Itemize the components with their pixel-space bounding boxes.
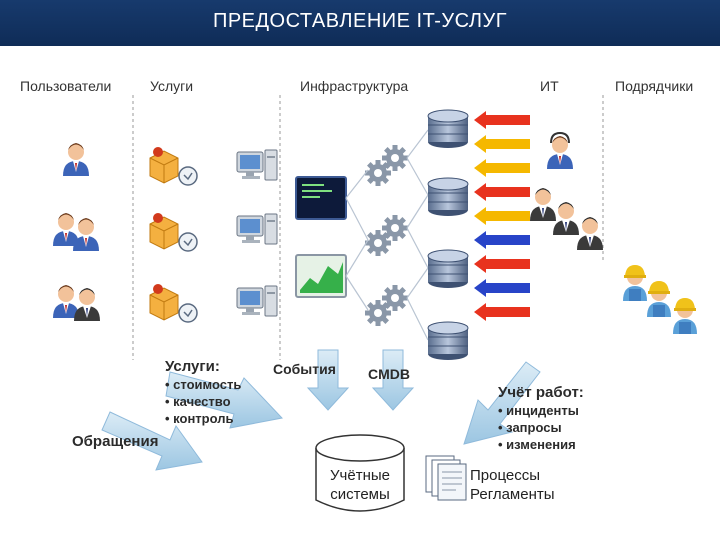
contractor-icon <box>673 298 697 334</box>
services-item-control: • контроль <box>165 411 234 426</box>
requests-label: Обращения <box>72 433 159 450</box>
services-group <box>149 146 198 323</box>
data-flow-arrow <box>474 135 530 153</box>
data-flow-arrow <box>474 159 530 177</box>
contractors-group <box>623 265 697 334</box>
page-title: ПРЕДОСТАВЛЕНИЕ IT-УСЛУГ <box>212 10 508 32</box>
services-block: Услуги: • стоимость • качество • контрол… <box>165 358 241 427</box>
work-item-incidents: • инциденты <box>498 403 579 418</box>
column-separators <box>132 95 604 360</box>
data-flow-arrow <box>474 231 530 249</box>
work-item-requests: • запросы <box>498 420 562 435</box>
flow-arrows <box>101 349 541 471</box>
work-arrow <box>463 361 541 445</box>
events-arrow <box>306 349 350 411</box>
processes-line2: Регламенты <box>470 486 555 503</box>
database-icon <box>427 249 469 289</box>
accounting-line1: Учётные <box>330 467 390 484</box>
column-header-it: ИТ <box>540 78 559 94</box>
contractor-icon <box>647 281 671 317</box>
data-flow-arrow <box>474 303 530 321</box>
data-flow-arrow <box>474 279 530 297</box>
title-bar: ПРЕДОСТАВЛЕНИЕ IT-УСЛУГ <box>0 0 720 46</box>
colored-arrows-group <box>474 111 530 321</box>
it-staff-group <box>530 131 603 250</box>
work-block-heading: Учёт работ: <box>498 384 584 401</box>
computers-group <box>236 149 278 317</box>
users-group <box>53 143 100 321</box>
cmdb-label: CMDB <box>368 366 410 382</box>
service-package-icon <box>149 283 198 323</box>
accounting-systems-icon <box>315 434 405 512</box>
processes-label: Процессы Регламенты <box>470 466 555 504</box>
console-screen-icon <box>295 176 347 220</box>
gear-icon <box>382 215 408 241</box>
data-flow-arrow <box>474 207 530 225</box>
work-block: Учёт работ: • инциденты • запросы • изме… <box>498 384 584 453</box>
databases-group <box>427 109 469 361</box>
user-icon <box>53 213 79 246</box>
services-arrow <box>165 371 283 429</box>
documents-icon <box>425 455 467 501</box>
data-flow-arrow <box>474 183 530 201</box>
events-label: События <box>273 361 336 377</box>
it-staff-icon <box>577 217 603 250</box>
services-item-quality: • качество <box>165 394 231 409</box>
database-icon <box>427 177 469 217</box>
database-icon <box>427 321 469 361</box>
computer-icon <box>236 285 278 317</box>
work-item-changes: • изменения <box>498 437 576 452</box>
service-package-icon <box>149 212 198 252</box>
column-header-services: Услуги <box>150 78 194 94</box>
accounting-line2: системы <box>330 486 390 503</box>
contractor-icon <box>623 265 647 301</box>
chart-screen-icon <box>295 254 347 298</box>
accounting-systems-label: Учётные системы <box>316 466 404 504</box>
computer-icon <box>236 213 278 245</box>
database-icon <box>427 109 469 149</box>
user-icon <box>63 143 89 176</box>
gears-group <box>365 145 408 326</box>
processes-line1: Процессы <box>470 467 541 484</box>
service-package-icon <box>149 146 198 186</box>
gear-icon <box>382 145 408 171</box>
requests-arrow <box>101 411 203 471</box>
data-flow-arrow <box>474 255 530 273</box>
user-icon <box>53 285 79 318</box>
connection-lines <box>345 129 429 341</box>
it-staff-icon <box>530 188 556 221</box>
cmdb-arrow <box>371 349 415 411</box>
services-block-heading: Услуги: <box>165 358 220 375</box>
column-header-users: Пользователи <box>20 78 112 94</box>
user-icon <box>73 218 99 251</box>
column-header-contractors: Подрядчики <box>615 78 694 94</box>
data-flow-arrow <box>474 111 530 129</box>
it-staff-icon <box>553 202 579 235</box>
computer-icon <box>236 149 278 181</box>
services-item-cost: • стоимость <box>165 377 242 392</box>
column-header-infrastructure: Инфраструктура <box>300 78 409 94</box>
user-icon <box>74 288 100 321</box>
gear-icon <box>382 285 408 311</box>
